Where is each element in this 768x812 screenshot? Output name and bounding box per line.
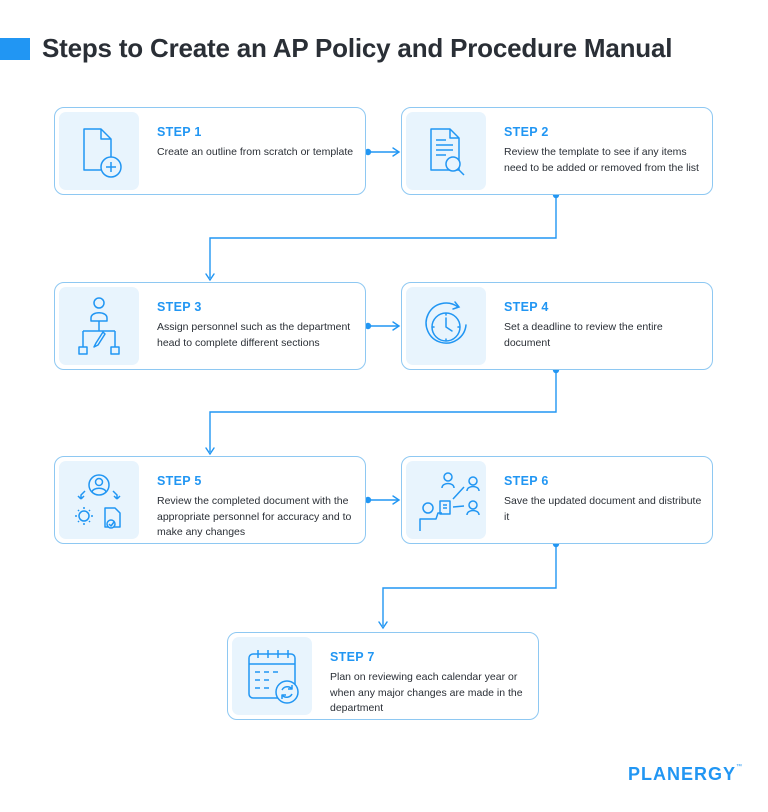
step-card-2: STEP 2 Review the template to see if any… (401, 107, 713, 195)
step-label: STEP 4 (504, 300, 549, 314)
step-label: STEP 1 (157, 125, 202, 139)
step-card-7: STEP 7 Plan on reviewing each calendar y… (227, 632, 539, 720)
step-description: Save the updated document and distribute… (504, 495, 702, 523)
document-search-icon (406, 112, 486, 190)
step-card-6: STEP 6 Save the updated document and dis… (401, 456, 713, 544)
logo-text: PLANERGY (628, 764, 737, 784)
step-card-5: STEP 5 Review the completed document wit… (54, 456, 366, 544)
title-accent-bar (0, 38, 30, 60)
step-description: Review the completed document with the a… (157, 495, 352, 538)
distribute-document-icon (406, 461, 486, 539)
document-add-icon (59, 112, 139, 190)
step-description: Create an outline from scratch or templa… (157, 146, 354, 158)
calendar-refresh-icon (232, 637, 312, 715)
step-label: STEP 5 (157, 474, 202, 488)
step-description: Set a deadline to review the entire docu… (504, 321, 663, 349)
trademark-mark: ™ (736, 764, 744, 770)
step-description: Review the template to see if any items … (504, 146, 699, 174)
step-label: STEP 6 (504, 474, 549, 488)
clock-deadline-icon (406, 287, 486, 365)
step-description: Plan on reviewing each calendar year or … (330, 671, 523, 714)
step-card-1: STEP 1 Create an outline from scratch or… (54, 107, 366, 195)
step-description: Assign personnel such as the department … (157, 321, 351, 349)
step-label: STEP 7 (330, 650, 375, 664)
step-label: STEP 2 (504, 125, 549, 139)
step-card-3: STEP 3 Assign personnel such as the depa… (54, 282, 366, 370)
page-title: Steps to Create an AP Policy and Procedu… (42, 33, 673, 63)
team-review-icon (59, 461, 139, 539)
personnel-hierarchy-icon (59, 287, 139, 365)
planergy-logo: PLANERGY™ (628, 764, 743, 785)
step-label: STEP 3 (157, 300, 202, 314)
step-card-4: STEP 4 Set a deadline to review the enti… (401, 282, 713, 370)
